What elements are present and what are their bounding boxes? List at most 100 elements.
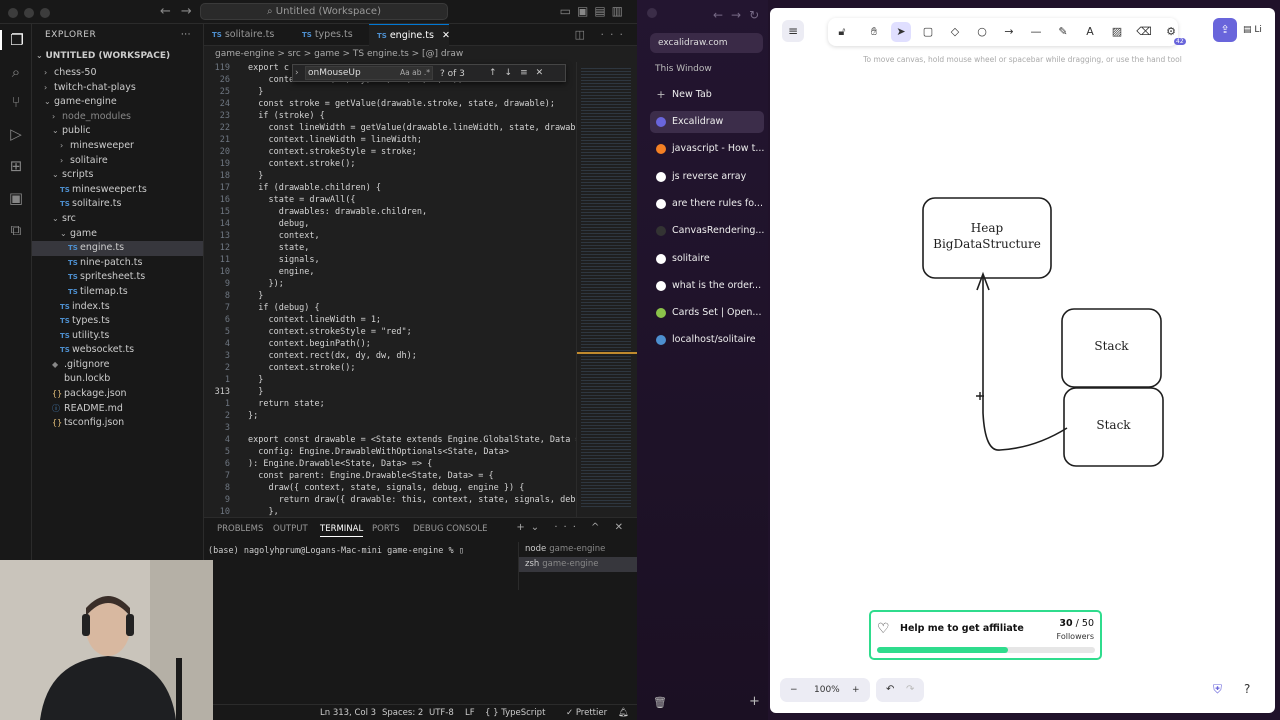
files-icon[interactable]: ❐ [0, 30, 32, 50]
tree-item[interactable]: {}package.json [32, 387, 203, 402]
stack-box-1[interactable] [1061, 308, 1162, 388]
code-line[interactable]: }; [248, 411, 259, 421]
code-line[interactable]: ): Engine.Drawable<State, Data> => { [248, 459, 433, 469]
arrow[interactable] [982, 276, 1068, 451]
code-line[interactable]: }, [248, 507, 279, 517]
code-line[interactable]: context.strokeStyle = stroke; [248, 147, 417, 157]
code-line[interactable]: if (drawable.children) { [248, 183, 382, 193]
redo-icon[interactable]: ↷ [906, 684, 915, 695]
browser-tab[interactable]: CanvasRendering... [650, 220, 764, 242]
search-icon[interactable]: ⌕ [11, 63, 21, 81]
add-icon[interactable]: + [749, 694, 760, 709]
code-line[interactable]: } [248, 87, 264, 97]
code-line[interactable]: context.rect(dx, dy, dw, dh); [248, 351, 417, 361]
run-debug-icon[interactable]: ▷ [10, 125, 22, 143]
selection-icon[interactable]: ➤ [891, 22, 911, 42]
tree-item[interactable]: ›twitch-chat-plays [32, 81, 203, 96]
code-line[interactable]: const lineWidth = getValue(drawable.line… [248, 123, 576, 133]
indentation[interactable]: Spaces: 2 [382, 708, 424, 718]
browser-tab[interactable]: localhost/solitaire [650, 329, 764, 351]
docker-icon[interactable]: ⧉ [10, 221, 22, 239]
tab-terminal[interactable]: TERMINAL [320, 524, 364, 537]
line-ending[interactable]: LF [465, 708, 475, 718]
arrow-icon[interactable]: → [1004, 25, 1014, 38]
code-line[interactable]: } [248, 171, 264, 181]
code-line[interactable]: }); [248, 279, 284, 289]
code-line[interactable]: config: Engine.DrawableWithOptionals<Sta… [248, 447, 509, 457]
extensions-icon[interactable]: ⊞ [9, 157, 23, 175]
library-button[interactable]: ▤ Li [1243, 18, 1275, 42]
tab-problems[interactable]: PROBLEMS [217, 524, 264, 534]
bell-icon[interactable]: 🔔︎ [618, 708, 629, 718]
pencil-icon[interactable]: ✎ [1058, 25, 1068, 38]
zoom-level[interactable]: 100% [814, 685, 840, 695]
code-line[interactable]: return draw({ drawable: this, context, s… [248, 495, 576, 505]
code-line[interactable]: export c [248, 63, 289, 73]
code-line[interactable]: if (stroke) { [248, 111, 325, 121]
tree-item[interactable]: {}tsconfig.json [32, 416, 203, 431]
browser-tab[interactable]: Excalidraw [650, 111, 764, 133]
layout-icons[interactable]: ▭▣▤▥ [559, 4, 629, 18]
code-line[interactable]: signals, [248, 255, 320, 265]
tree-item[interactable]: ⌄public [32, 124, 203, 139]
panel-actions[interactable]: +⌄ ··· ^ ✕ [516, 522, 629, 533]
code-line[interactable]: context, [248, 231, 320, 241]
code-line[interactable]: engine, [248, 267, 315, 277]
code-line[interactable]: const stroke = getValue(drawable.stroke,… [248, 99, 556, 109]
tab-ports[interactable]: PORTS [372, 524, 400, 534]
browser-tab[interactable]: Cards Set | Open... [650, 302, 764, 324]
browser-tab[interactable]: what is the order... [650, 275, 764, 297]
encoding[interactable]: UTF-8 [429, 708, 454, 718]
code-line[interactable]: export const drawable = <State extends E… [248, 435, 576, 445]
code-line[interactable]: } [248, 375, 264, 385]
code-line[interactable]: context.lineWidth = 1; [248, 315, 382, 325]
trash-icon[interactable]: 🗑︎ [653, 696, 667, 709]
find-options[interactable]: Aa ab .* [400, 68, 430, 77]
source-control-icon[interactable]: ⑂ [11, 93, 21, 111]
browser-tab[interactable]: javascript - How t... [650, 138, 764, 160]
more-tools-icon[interactable]: ⚙ [1166, 25, 1176, 38]
url-bar[interactable]: excalidraw.com [650, 33, 763, 53]
excalidraw-canvas[interactable]: ≡ 🔓︎ ✋︎ ➤ ▢ ◇ ○ → — ✎ A ▨ ⌫ ⚙ 42 ⇪ ▤ Li … [770, 8, 1275, 713]
more-icon[interactable]: ··· [180, 30, 191, 40]
code-line[interactable]: context.strokeStyle = "red"; [248, 327, 412, 337]
zoom-window-icon[interactable] [40, 8, 50, 18]
hand-icon[interactable]: ✋︎ [870, 25, 878, 38]
zoom-out-button[interactable]: − [790, 685, 798, 695]
image-icon[interactable]: ▨ [1111, 25, 1123, 38]
code-line[interactable]: if (debug) { [248, 303, 320, 313]
ellipse-icon[interactable]: ○ [977, 25, 987, 38]
code-line[interactable]: context.lineWidth = lineWidth; [248, 135, 422, 145]
prettier-status[interactable]: ✓ Prettier [566, 708, 608, 718]
text-icon[interactable]: A [1086, 25, 1094, 38]
tree-item[interactable]: ⌄game-engine [32, 95, 203, 110]
workspace-header[interactable]: ⌄ UNTITLED (WORKSPACE) [36, 51, 171, 61]
remote-explorer-icon[interactable]: ▣ [8, 189, 24, 207]
browser-tab[interactable]: solitaire [650, 248, 764, 270]
close-window-icon[interactable] [647, 8, 657, 18]
menu-button[interactable]: ≡ [782, 20, 804, 42]
help-icon[interactable]: ? [1244, 682, 1251, 696]
close-icon[interactable]: ✕ [441, 30, 450, 41]
shield-icon[interactable]: ⛨ [1213, 682, 1223, 696]
find-nav-icons[interactable]: ↑↓≡✕ [489, 68, 552, 78]
breadcrumb[interactable]: game-engine > src > game > TS engine.ts … [204, 46, 637, 62]
stack-box-2[interactable] [1063, 387, 1164, 467]
rectangle-icon[interactable]: ▢ [922, 25, 934, 38]
heap-box[interactable] [922, 197, 1052, 279]
tree-item[interactable]: ⌄game [32, 227, 203, 242]
code-line[interactable]: drawables: drawable.children, [248, 207, 428, 217]
